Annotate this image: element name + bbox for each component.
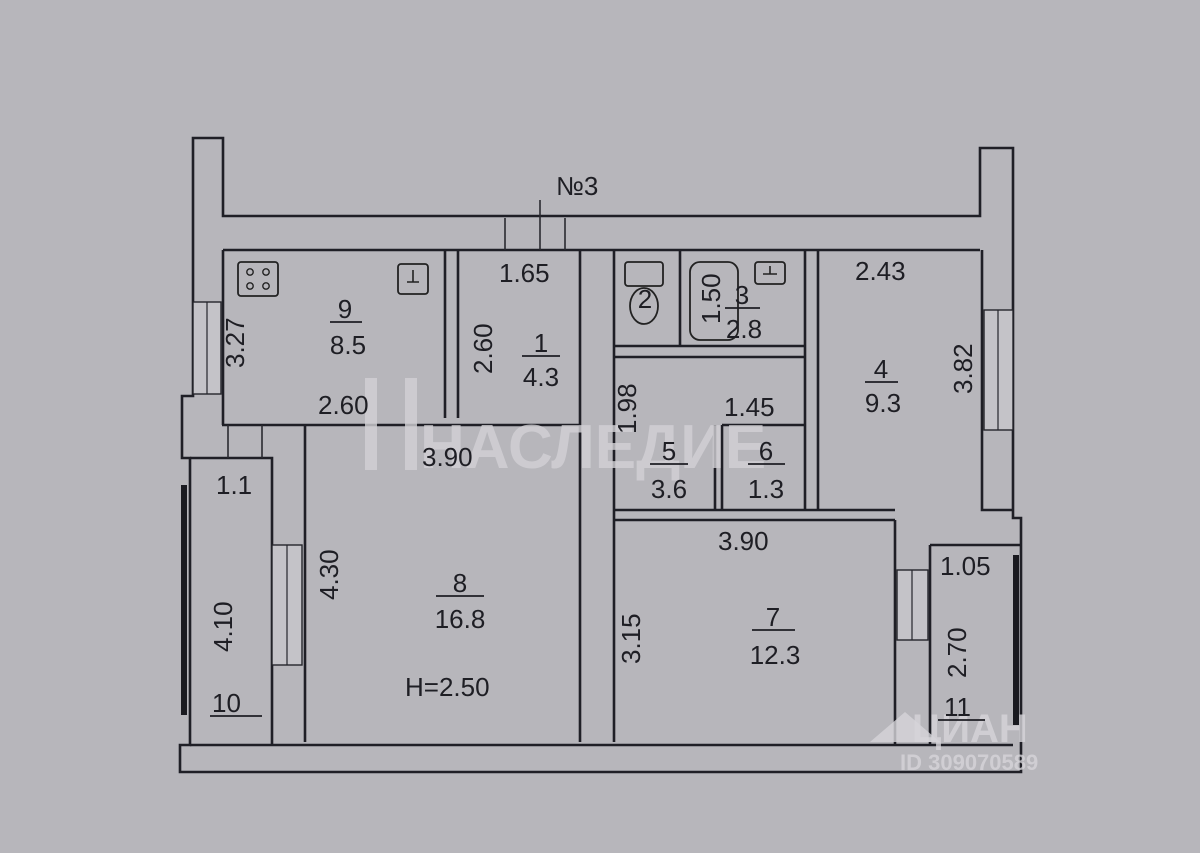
windows	[181, 301, 1019, 725]
room-9-area: 8.5	[330, 330, 366, 360]
listing-id: ID 309070589	[900, 750, 1038, 775]
cian-logo-icon	[870, 712, 940, 742]
flat-number: №3	[556, 171, 598, 201]
watermark-nasledie: НАСЛЕДИЕ	[365, 378, 766, 482]
room-10-number: 10	[212, 688, 241, 718]
dim-3-90-top: 3.90	[422, 442, 473, 472]
room-3-area: 2.8	[726, 314, 762, 344]
dim-3-27: 3.27	[220, 317, 250, 368]
room-5-area: 3.6	[651, 474, 687, 504]
dim-1-65: 1.65	[499, 258, 550, 288]
room-3-number: 3	[735, 280, 749, 310]
bathtub-icon	[689, 261, 739, 341]
fixtures	[237, 261, 786, 341]
balcony-edge-left	[181, 485, 187, 715]
room-8-number: 8	[453, 568, 467, 598]
dim-4-10: 4.10	[208, 601, 238, 652]
toilet-icon	[624, 261, 664, 325]
dim-1-98: 1.98	[612, 383, 642, 434]
dim-1-50: 1.50	[696, 273, 726, 324]
bath-sink-icon	[754, 261, 786, 285]
room-4-area: 9.3	[865, 388, 901, 418]
interior-partitions	[227, 200, 895, 742]
room-5-number: 5	[662, 436, 676, 466]
dim-1-05: 1.05	[940, 551, 991, 581]
dim-3-90-mid: 3.90	[718, 526, 769, 556]
nasledie-logo-text: НАСЛЕДИЕ	[420, 413, 766, 482]
room-7-number: 7	[766, 602, 780, 632]
ceiling-height: H=2.50	[405, 672, 490, 702]
room-2-number: 2	[638, 284, 652, 314]
sink-icon	[397, 263, 429, 295]
room-4-number: 4	[874, 354, 888, 384]
room-11-number: 11	[944, 692, 971, 722]
dim-1-45: 1.45	[724, 392, 775, 422]
dim-2-70: 2.70	[942, 627, 972, 678]
room-9-number: 9	[338, 294, 352, 324]
dim-3-82: 3.82	[948, 343, 978, 394]
nasledie-logo-icon	[365, 378, 377, 470]
room-8-area: 16.8	[435, 604, 486, 634]
balcony-edge-right	[1013, 555, 1019, 725]
cian-logo-text: ЦИАН	[912, 707, 1028, 751]
dim-2-60-horizontal: 2.60	[318, 390, 369, 420]
dim-1-1: 1.1	[216, 470, 252, 500]
dim-2-60-vertical: 2.60	[468, 323, 498, 374]
room-7-area: 12.3	[750, 640, 801, 670]
room-6-number: 6	[759, 436, 773, 466]
outer-walls	[178, 136, 1023, 774]
room-1-area: 4.3	[523, 362, 559, 392]
watermark-cian: ЦИАН ID 309070589	[870, 707, 1038, 775]
room-1-number: 1	[534, 328, 548, 358]
dim-4-30: 4.30	[314, 549, 344, 600]
dim-3-15: 3.15	[616, 613, 646, 664]
stove-icon	[237, 261, 279, 297]
room-6-area: 1.3	[748, 474, 784, 504]
dim-2-43: 2.43	[855, 256, 906, 286]
labels: №3 9 8.5 1 4.3 2 3 2.8 4 9.3 5 3.6 6 1.3…	[208, 171, 991, 722]
